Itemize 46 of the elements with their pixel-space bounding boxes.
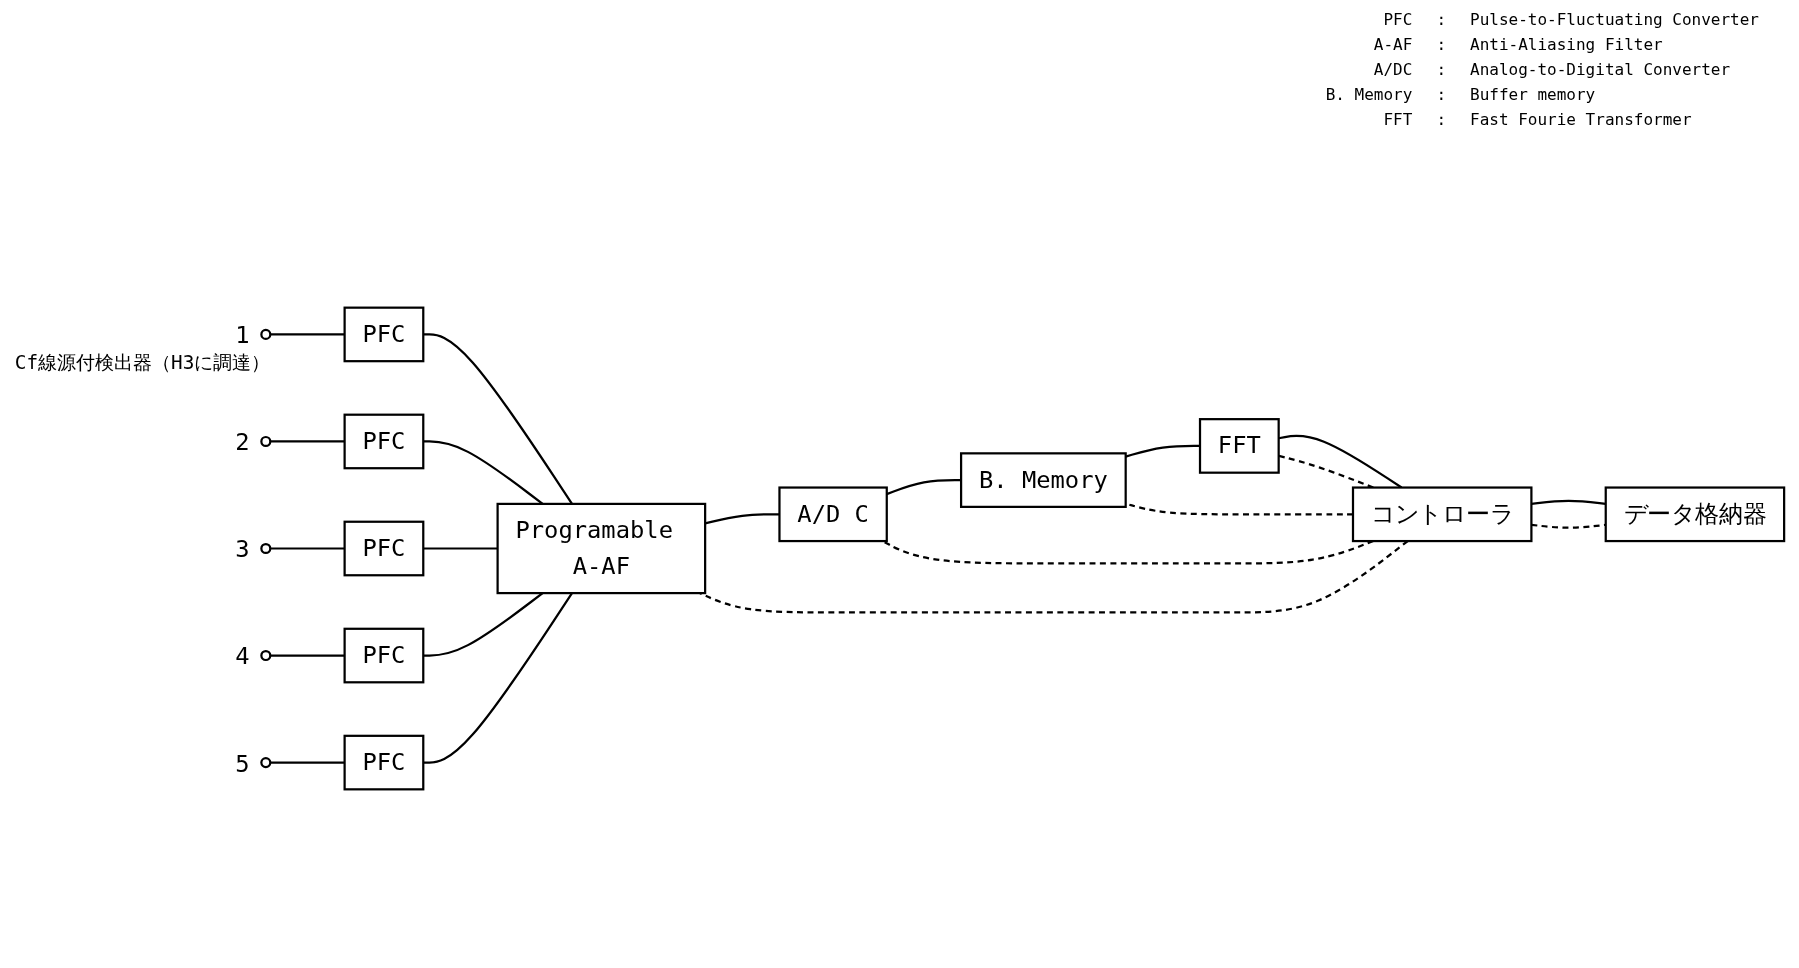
node-box: PFC	[343, 734, 425, 791]
node-box: PFC	[343, 413, 425, 470]
connector	[270, 333, 345, 336]
abbreviation-text: Analog-to-Digital Converter	[1470, 60, 1732, 79]
abbreviation-text: :	[1436, 10, 1446, 29]
node-circle	[260, 542, 272, 555]
abbreviation-text: Buffer memory	[1470, 85, 1597, 104]
detector-number: 1	[235, 321, 250, 350]
connector	[886, 479, 962, 496]
node-box: コントローラ	[1351, 486, 1533, 543]
abbreviation-text: :	[1436, 110, 1446, 129]
node-box: Programable A-AF	[496, 502, 707, 595]
abbreviation-text: Anti-Aliasing Filter	[1470, 35, 1664, 54]
node-circle	[260, 649, 272, 662]
abbreviation-text: Fast Fourie Transformer	[1470, 110, 1693, 129]
node-circle	[260, 435, 272, 448]
connector	[1125, 444, 1200, 458]
node-box: PFC	[343, 520, 425, 577]
node-box: B. Memory	[960, 452, 1127, 508]
node-circle	[260, 757, 272, 769]
connector	[423, 547, 498, 550]
node-box: FFT	[1198, 418, 1280, 474]
abbreviation-text: A/DC	[1372, 60, 1413, 79]
abbreviation-text: B. Memory	[1325, 85, 1413, 104]
connector	[1531, 499, 1606, 505]
detector-number: 2	[235, 428, 250, 457]
node-box: PFC	[343, 306, 425, 363]
node-box: データ格納器	[1604, 486, 1786, 543]
abbreviation-text: :	[1436, 85, 1446, 104]
node-circle	[260, 328, 272, 340]
abbreviation-text: :	[1436, 60, 1446, 79]
connector	[270, 440, 345, 443]
detector-note: Cf線源付検出器（H3に調達）	[14, 350, 271, 374]
abbreviation-text: PFC	[1382, 10, 1413, 29]
detector-number: 4	[235, 642, 250, 671]
abbreviation-text: A-AF	[1372, 35, 1413, 54]
connector	[270, 547, 345, 550]
abbreviation-text: FFT	[1382, 110, 1413, 129]
connector	[270, 761, 345, 764]
node-box: PFC	[343, 627, 425, 684]
detector-number: 3	[235, 535, 250, 564]
detector-number: 5	[235, 749, 250, 778]
abbreviation-text: :	[1436, 35, 1446, 54]
abbreviation-text: Pulse-to-Fluctuating Converter	[1470, 10, 1759, 29]
connector	[270, 654, 345, 657]
node-box: A/D C	[778, 486, 888, 543]
